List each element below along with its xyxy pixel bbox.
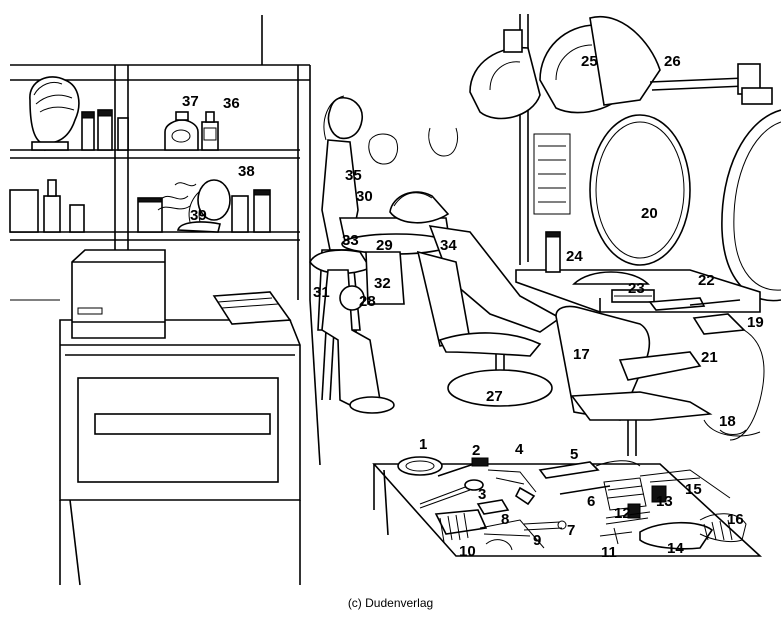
wall-mirrors: [589, 109, 781, 302]
label-22: 22: [698, 272, 715, 289]
wall-face-sketches: [368, 127, 458, 165]
label-20: 20: [641, 205, 658, 222]
label-2: 2: [472, 442, 480, 459]
tools-on-table: [397, 456, 747, 551]
label-35: 35: [345, 167, 362, 184]
hand-dryer-on-counter: [692, 313, 765, 441]
label-38: 38: [238, 163, 255, 180]
label-16: 16: [727, 511, 744, 528]
label-5: 5: [570, 446, 578, 463]
label-28: 28: [359, 293, 376, 310]
talc-bottles: [231, 189, 271, 233]
label-25: 25: [581, 53, 598, 70]
dressing-counter: [515, 231, 761, 313]
copyright-caption: (c) Dudenverlag: [347, 596, 434, 610]
label-14: 14: [667, 540, 684, 557]
hand-hair-dryer: [157, 179, 231, 233]
label-34: 34: [440, 237, 457, 254]
salon-chair: [555, 305, 761, 456]
label-24: 24: [566, 248, 583, 265]
wig-head: [29, 76, 80, 152]
callout-labels: 1 2 3 4 5 6 7 8 9 10 11 12 13 14 15 16 1…: [182, 53, 764, 561]
hood-dryers: [469, 15, 773, 120]
label-36: 36: [223, 95, 240, 112]
label-39: 39: [190, 207, 207, 224]
label-32: 32: [374, 275, 391, 292]
label-33: 33: [342, 232, 359, 249]
magazine-stack: [212, 291, 292, 325]
wall-chart: [533, 133, 571, 215]
bottles-top-shelf: [81, 109, 129, 151]
label-31: 31: [313, 284, 330, 301]
label-1: 1: [419, 436, 427, 453]
label-23: 23: [628, 280, 645, 297]
customer-in-chair: [389, 191, 562, 407]
label-3: 3: [478, 486, 486, 503]
shampoo-basin-unit: [309, 217, 451, 414]
jars-middle-shelf: [9, 179, 163, 233]
label-4: 4: [515, 441, 524, 458]
label-30: 30: [356, 188, 373, 205]
label-8: 8: [501, 511, 509, 528]
label-29: 29: [376, 237, 393, 254]
label-9: 9: [533, 532, 541, 549]
perfume-bottle: [164, 111, 199, 151]
label-6: 6: [587, 493, 595, 510]
label-27: 27: [486, 388, 503, 405]
sterilizer-cabinet: [59, 319, 301, 586]
label-10: 10: [459, 543, 476, 560]
label-37: 37: [182, 93, 199, 110]
label-7: 7: [567, 522, 575, 539]
label-26: 26: [664, 53, 681, 70]
hairdressing-salon-illustration: 1 2 3 4 5 6 7 8 9 10 11 12 13 14 15 16 1…: [9, 14, 781, 586]
label-13: 13: [656, 493, 673, 510]
label-12: 12: [614, 505, 631, 522]
label-21: 21: [701, 349, 718, 366]
label-17: 17: [573, 346, 590, 363]
hair-tonic-bottle: [201, 111, 219, 151]
label-11: 11: [601, 544, 617, 561]
label-19: 19: [747, 314, 764, 331]
label-15: 15: [685, 481, 702, 498]
label-18: 18: [719, 413, 736, 430]
sterilizer-box: [71, 249, 166, 339]
